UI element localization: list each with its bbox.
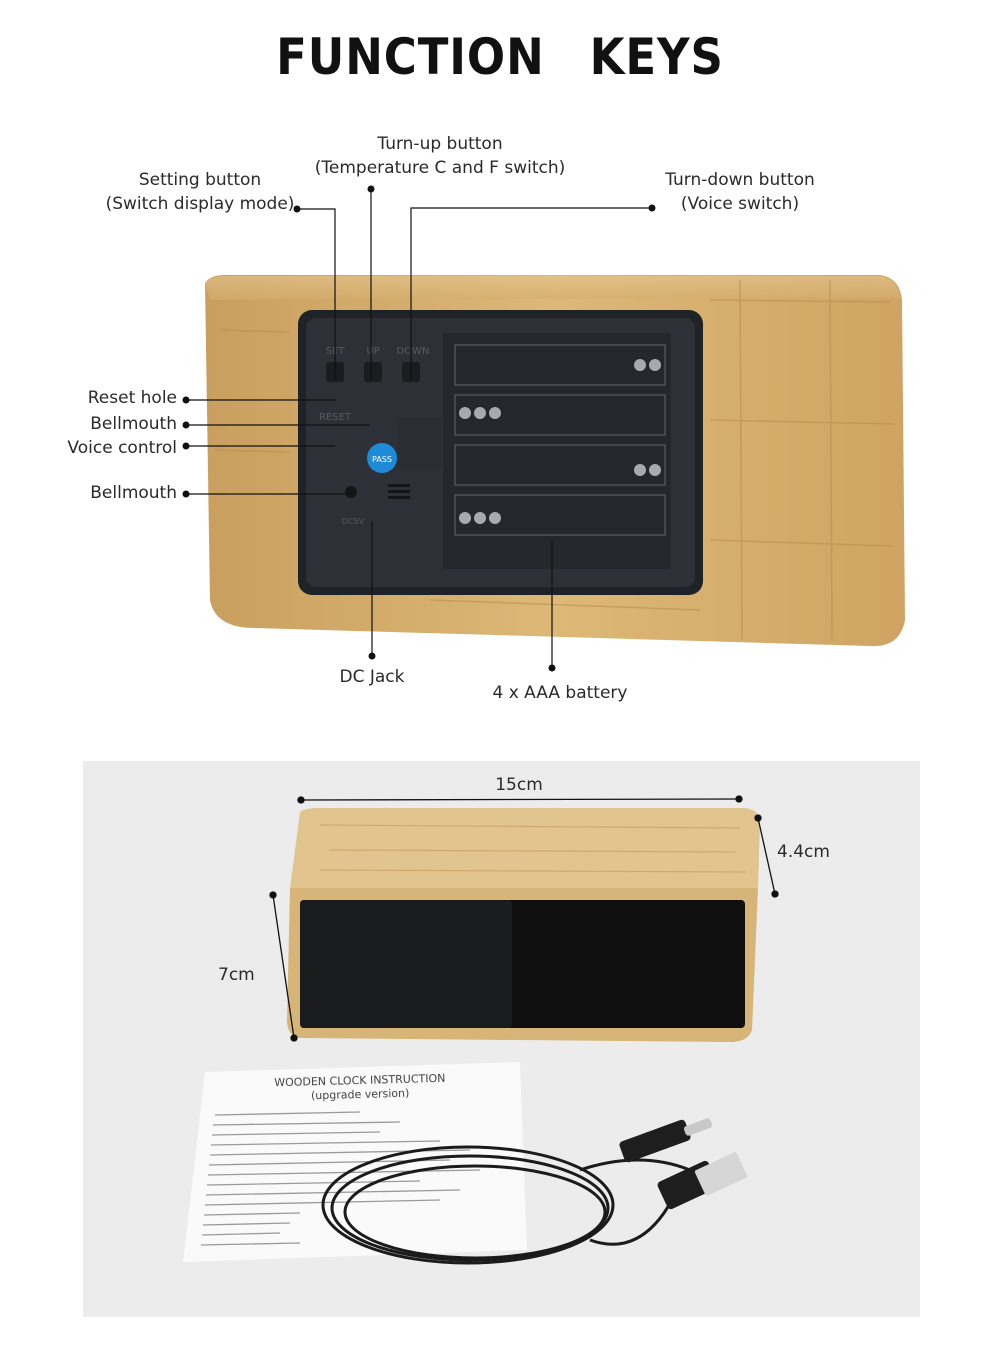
turn-down-button-label: Turn-down button (Voice switch)	[665, 170, 815, 214]
depth-dimension-label: 4.4cm	[777, 842, 830, 862]
battery-compartment	[443, 333, 671, 569]
manual-title: WOODEN CLOCK INSTRUCTION (upgrade versio…	[274, 1071, 446, 1103]
pass-marking: PASS	[372, 455, 392, 464]
bellmouth-label-2: Bellmouth	[90, 483, 177, 503]
dc-marking: DC5V	[342, 517, 365, 526]
setting-button-label: Setting button (Switch display mode)	[105, 170, 295, 214]
battery-label: 4 x AAA battery	[492, 683, 628, 703]
callout-lines	[186, 189, 652, 668]
pass-sticker	[367, 443, 397, 473]
clock-back-illustration: SET UP DOWN RESET PASS DC5V	[182, 185, 905, 672]
voice-control-label: Voice control	[67, 438, 177, 458]
height-dimension-label: 7cm	[218, 965, 255, 985]
down-marking: DOWN	[397, 346, 430, 357]
width-dimension-label: 15cm	[495, 775, 543, 795]
up-marking: UP	[366, 346, 379, 357]
callout-dots	[182, 185, 656, 672]
dc-jack-hole	[345, 486, 357, 498]
dc-jack-label: DC Jack	[339, 667, 405, 687]
reset-marking: RESET	[319, 412, 352, 423]
back-panel: SET UP DOWN RESET PASS DC5V	[298, 310, 703, 595]
reset-hole-label: Reset hole	[87, 388, 177, 408]
turn-up-button-label: Turn-up button (Temperature C and F swit…	[314, 134, 566, 178]
bellmouth-label-1: Bellmouth	[90, 414, 177, 434]
up-button[interactable]	[364, 362, 382, 382]
